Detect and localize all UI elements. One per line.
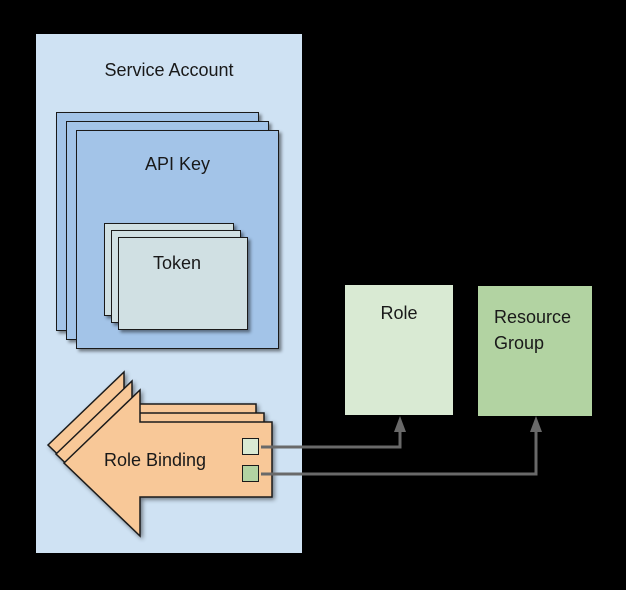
connector-resource-group-arrowhead [530,416,542,432]
role-label: Role [380,303,418,323]
service-account-label: Service Account [104,60,234,80]
api-key-label: API Key [144,154,211,174]
connector-role-arrowhead [394,416,406,432]
resource-group-box [478,286,592,416]
resource-group-label: Resource Group [494,307,572,353]
resource-group-reference-square [242,465,259,482]
token-label: Token [152,253,202,273]
role-binding-label: Role Binding [103,450,207,470]
role-box [345,285,453,415]
connector-resource-group [261,431,538,476]
token-card-front [118,237,248,330]
role-reference-square [242,438,259,455]
